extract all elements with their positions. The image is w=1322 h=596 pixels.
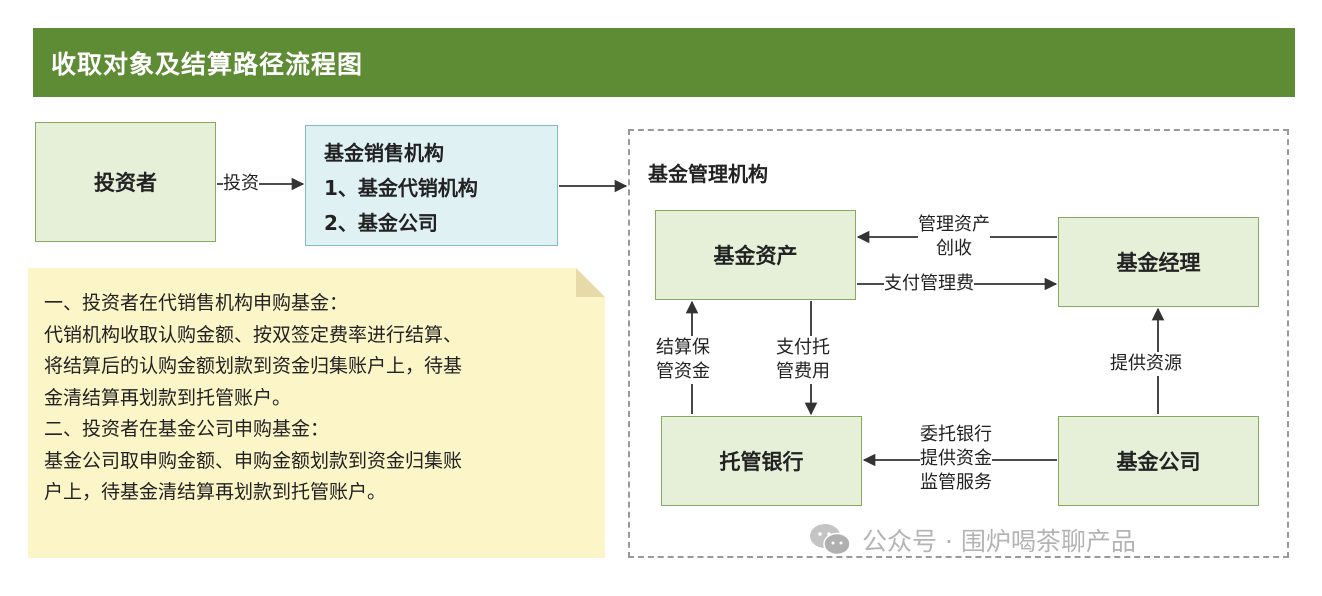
fund-manager-node: 基金经理 [1058, 217, 1259, 307]
sales-org-title: 基金销售机构 [324, 141, 444, 165]
watermark-text: 公众号 · 围炉喝茶聊产品 [862, 527, 1136, 556]
settle-custody-funds-label: 结算保 管资金 [656, 336, 710, 384]
fund-company-label: 基金公司 [1116, 450, 1201, 474]
settle-line: 结算保 [656, 337, 710, 358]
sales-org-item: 1、基金代销机构 [324, 176, 478, 200]
investor-node: 投资者 [35, 122, 216, 242]
manage-assets-label: 管理资产 创收 [918, 213, 990, 261]
page-title: 收取对象及结算路径流程图 [51, 49, 364, 79]
note-line: 将结算后的认购金额划款到资金归集账户上，待基 [44, 355, 463, 377]
manage-assets-line: 创收 [936, 238, 972, 259]
settle-line: 管资金 [656, 361, 710, 382]
manage-assets-line: 管理资产 [918, 214, 990, 235]
note-line: 基金公司取申购金额、申购金额划款到资金归集账 [44, 449, 463, 472]
fund-sales-org-node: 基金销售机构 1、基金代销机构 2、基金公司 [305, 125, 558, 246]
fund-manager-label: 基金经理 [1116, 251, 1201, 275]
note-line: 户上，待基金清结算再划款到托管账户。 [44, 481, 387, 503]
pay-custody-fee-label: 支付托 管费用 [776, 336, 830, 384]
custodian-bank-label: 托管银行 [719, 450, 804, 474]
fund-assets-label: 基金资产 [713, 244, 798, 268]
fund-management-org-title: 基金管理机构 [648, 162, 768, 186]
note-card [28, 268, 605, 558]
entrust-line: 监管服务 [920, 472, 992, 493]
fund-company-node: 基金公司 [1058, 416, 1259, 506]
entrust-bank-label: 委托银行 提供资金 监管服务 [920, 423, 992, 495]
note-line: 一、投资者在代销售机构申购基金： [44, 292, 349, 314]
note-line: 金清结算再划款到托管账户。 [44, 386, 292, 409]
fund-assets-node: 基金资产 [655, 210, 856, 300]
watermark: 公众号 · 围炉喝茶聊产品 [808, 522, 1136, 558]
sales-org-item: 2、基金公司 [324, 211, 438, 235]
provide-resources-label: 提供资源 [1110, 352, 1182, 376]
fund-management-org-frame [628, 129, 1289, 558]
wechat-icon [810, 524, 851, 556]
entrust-line: 委托银行 [920, 424, 992, 445]
note-text: 一、投资者在代销售机构申购基金： 代销机构收取认购金额、按双签定费率进行结算、 … [44, 288, 589, 509]
note-line: 代销机构收取认购金额、按双签定费率进行结算、 [44, 323, 463, 346]
pay-mgmt-fee-label: 支付管理费 [884, 272, 974, 296]
pay-custody-line: 管费用 [776, 361, 830, 382]
header-bar: 收取对象及结算路径流程图 [33, 28, 1295, 97]
invest-label: 投资 [223, 172, 259, 196]
pay-custody-line: 支付托 [776, 337, 830, 358]
note-line: 二、投资者在基金公司申购基金： [44, 418, 330, 440]
investor-label: 投资者 [94, 171, 157, 195]
custodian-bank-node: 托管银行 [661, 416, 862, 506]
entrust-line: 提供资金 [920, 448, 992, 469]
